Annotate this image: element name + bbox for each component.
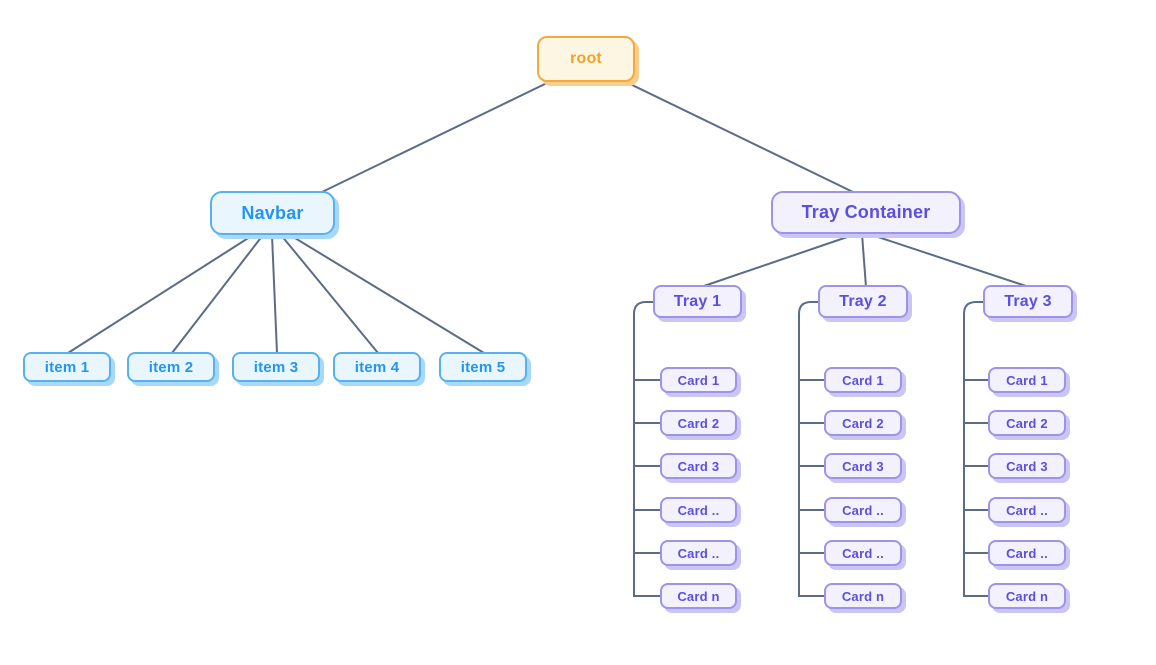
edge-navbar-item3 [271, 234, 278, 354]
node-tray3-card-2: Card 2 [988, 410, 1066, 436]
node-tray2-card-5: Card .. [824, 540, 902, 566]
node-tray3-card-4: Card .. [988, 497, 1066, 523]
node-tray1-card-6: Card n [660, 583, 737, 609]
node-tray-3: Tray 3 [983, 285, 1073, 318]
edge-root-navbar [321, 81, 550, 193]
node-tray3-card-1: Card 1 [988, 367, 1066, 393]
node-tray-container: Tray Container [771, 191, 961, 234]
node-item-2: item 2 [127, 352, 215, 382]
node-tray2-card-4: Card .. [824, 497, 902, 523]
node-tray2-card-6: Card n [824, 583, 902, 609]
edge-tray2-stubs [799, 379, 825, 554]
edge-tray2-spine [798, 301, 825, 597]
node-tray3-card-5: Card .. [988, 540, 1066, 566]
edge-tray1-spine [633, 301, 660, 597]
node-root: root [537, 36, 635, 82]
edge-tray3-spine [963, 301, 989, 597]
edge-navbar-item2 [171, 234, 264, 354]
edge-container-tray2 [861, 233, 867, 288]
node-tray2-card-2: Card 2 [824, 410, 902, 436]
edge-container-tray1 [700, 233, 857, 288]
node-tray1-card-2: Card 2 [660, 410, 737, 436]
node-tray-2: Tray 2 [818, 285, 908, 318]
edge-navbar-item5 [289, 234, 485, 354]
edge-tray3-stubs [964, 379, 989, 554]
node-item-1: item 1 [23, 352, 111, 382]
edge-navbar-item1 [67, 234, 254, 354]
node-tray1-card-3: Card 3 [660, 453, 737, 479]
node-tray2-card-1: Card 1 [824, 367, 902, 393]
node-tray-1: Tray 1 [653, 285, 742, 318]
node-tray3-card-6: Card n [988, 583, 1066, 609]
node-tray1-card-5: Card .. [660, 540, 737, 566]
edge-container-tray3 [868, 233, 1030, 288]
node-item-5: item 5 [439, 352, 527, 382]
node-item-3: item 3 [232, 352, 320, 382]
node-tray1-card-4: Card .. [660, 497, 737, 523]
node-tray2-card-3: Card 3 [824, 453, 902, 479]
node-item-4: item 4 [333, 352, 421, 382]
node-tray3-card-3: Card 3 [988, 453, 1066, 479]
edge-tray1-stubs [634, 379, 660, 554]
edge-root-tray-container [625, 81, 854, 193]
node-navbar: Navbar [210, 191, 335, 235]
node-tray1-card-1: Card 1 [660, 367, 737, 393]
edge-navbar-item4 [280, 234, 379, 354]
